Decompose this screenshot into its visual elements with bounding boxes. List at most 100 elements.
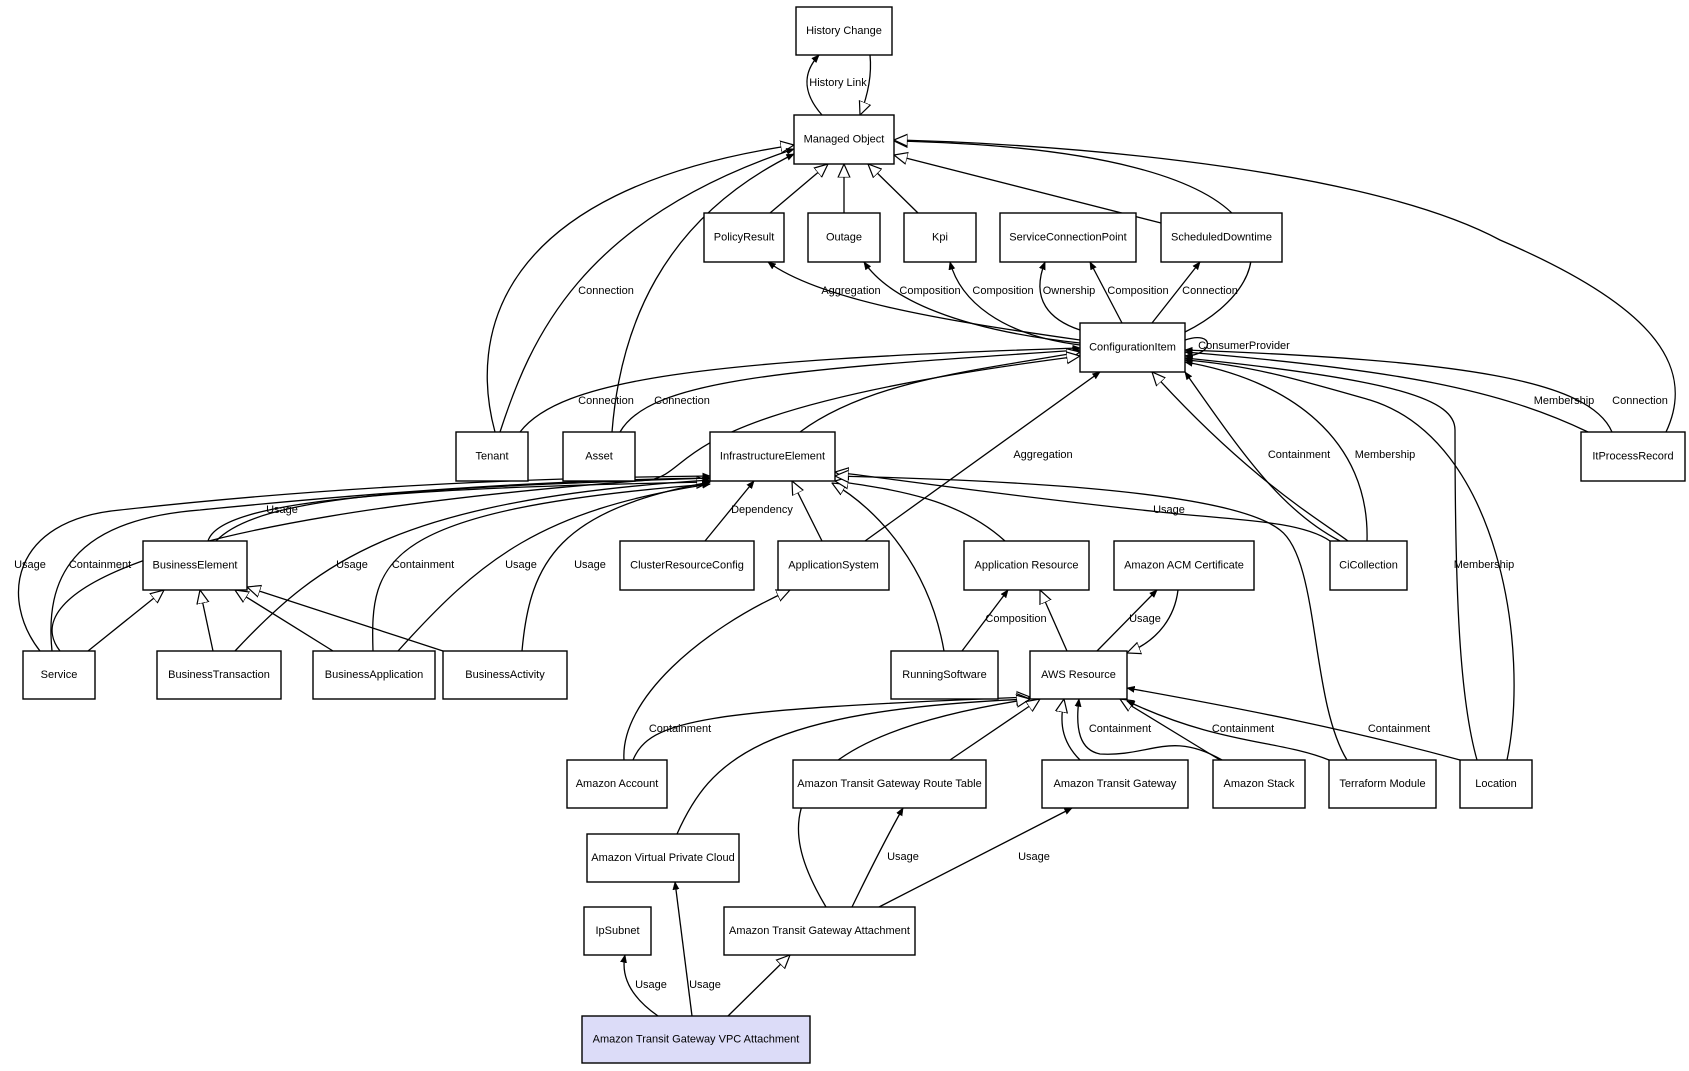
filled-arrow-icon	[1185, 362, 1368, 542]
node-box[interactable]	[1079, 322, 1186, 373]
node-business-activity[interactable]: BusinessActivity	[442, 650, 568, 700]
node-label: Application Resource	[975, 560, 1079, 572]
node-business-element[interactable]: BusinessElement	[142, 540, 248, 591]
node-box[interactable]	[1329, 540, 1408, 591]
edge-label: Containment	[1368, 723, 1430, 735]
node-ci-collection[interactable]: CiCollection	[1329, 540, 1408, 591]
node-amazon-stack[interactable]: Amazon Stack	[1212, 759, 1306, 809]
node-box[interactable]	[156, 650, 282, 700]
node-application-resource[interactable]: Application Resource	[963, 540, 1090, 591]
node-box[interactable]	[703, 212, 785, 263]
node-box[interactable]	[1212, 759, 1306, 809]
edge-label: Containment	[69, 559, 131, 571]
node-tgw-attachment[interactable]: Amazon Transit Gateway Attachment	[723, 906, 916, 956]
node-box[interactable]	[807, 212, 881, 263]
filled-arrow-icon	[611, 153, 794, 433]
node-label: History Change	[806, 25, 882, 37]
hollow-arrow-icon	[486, 145, 794, 433]
node-box[interactable]	[1160, 212, 1283, 263]
node-application-system[interactable]: ApplicationSystem	[777, 540, 890, 591]
node-box[interactable]	[455, 431, 529, 482]
node-it-process-record[interactable]: ItProcessRecord	[1580, 431, 1686, 482]
node-configuration-item[interactable]: ConfigurationItem	[1079, 322, 1186, 373]
node-running-software[interactable]: RunningSoftware	[890, 650, 999, 700]
relationship-edge-asset-to-configuration_item	[619, 350, 1080, 433]
node-box[interactable]	[890, 650, 999, 700]
node-box[interactable]	[999, 212, 1137, 263]
node-label: Amazon Transit Gateway	[1054, 778, 1177, 790]
node-box[interactable]	[1328, 759, 1437, 809]
node-box[interactable]	[312, 650, 436, 700]
node-location[interactable]: Location	[1459, 759, 1533, 809]
node-box[interactable]	[963, 540, 1090, 591]
hollow-arrow-icon	[835, 472, 1331, 542]
node-amazon-transit-gateway[interactable]: Amazon Transit Gateway	[1041, 759, 1189, 809]
node-tgw-route-table[interactable]: Amazon Transit Gateway Route Table	[792, 759, 987, 809]
node-box[interactable]	[777, 540, 890, 591]
node-box[interactable]	[581, 1015, 811, 1064]
edge-label: Ownership	[1043, 285, 1096, 297]
node-box[interactable]	[1029, 650, 1128, 700]
edge-label: Composition	[985, 613, 1046, 625]
node-box[interactable]	[1459, 759, 1533, 809]
node-business-application[interactable]: BusinessApplication	[312, 650, 436, 700]
hollow-arrow-icon	[676, 699, 1030, 835]
node-amazon-acm-certificate[interactable]: Amazon ACM Certificate	[1113, 540, 1255, 591]
hollow-arrow-icon	[835, 476, 1348, 761]
node-asset[interactable]: Asset	[562, 431, 636, 482]
relationship-edge-configuration_item-to-outage	[863, 262, 1081, 344]
node-box[interactable]	[442, 650, 568, 700]
node-box[interactable]	[903, 212, 977, 263]
relationship-edge-tgw_vpc_attachment-to-ip_subnet	[624, 955, 659, 1017]
node-tgw-vpc-attachment[interactable]: Amazon Transit Gateway VPC Attachment	[581, 1015, 811, 1064]
node-box[interactable]	[723, 906, 916, 956]
inheritance-edge-ci_collection-to-infrastructure_element	[835, 472, 1331, 542]
node-box[interactable]	[709, 431, 836, 482]
hollow-arrow-icon	[632, 697, 1030, 761]
node-amazon-vpc[interactable]: Amazon Virtual Private Cloud	[586, 833, 740, 883]
node-box[interactable]	[1580, 431, 1686, 482]
node-aws-resource[interactable]: AWS Resource	[1029, 650, 1128, 700]
relationship-edge-configuration_item-to-policy_result	[768, 262, 1081, 341]
node-service[interactable]: Service	[22, 650, 96, 700]
inheritance-edge-running_software-to-infrastructure_element	[832, 483, 945, 652]
node-outage[interactable]: Outage	[807, 212, 881, 263]
node-label: BusinessApplication	[325, 669, 423, 681]
node-box[interactable]	[792, 759, 987, 809]
node-history-change[interactable]: History Change	[795, 6, 893, 56]
inheritance-edge-business_application-to-business_element	[235, 590, 334, 652]
node-scheduled-downtime[interactable]: ScheduledDowntime	[1160, 212, 1283, 263]
node-terraform-module[interactable]: Terraform Module	[1328, 759, 1437, 809]
node-box[interactable]	[1113, 540, 1255, 591]
inheritance-edge-aws_resource-to-application_resource	[1040, 590, 1068, 652]
node-box[interactable]	[793, 114, 895, 165]
node-label: AWS Resource	[1041, 669, 1116, 681]
node-tenant[interactable]: Tenant	[455, 431, 529, 482]
node-ip-subnet[interactable]: IpSubnet	[583, 906, 652, 956]
node-policy-result[interactable]: PolicyResult	[703, 212, 785, 263]
node-box[interactable]	[619, 540, 755, 591]
node-box[interactable]	[562, 431, 636, 482]
node-managed-object[interactable]: Managed Object	[793, 114, 895, 165]
node-box[interactable]	[583, 906, 652, 956]
node-box[interactable]	[566, 759, 668, 809]
relationship-edge-ci_collection-to-configuration_item	[1185, 362, 1368, 542]
node-kpi[interactable]: Kpi	[903, 212, 977, 263]
node-scp[interactable]: ServiceConnectionPoint	[999, 212, 1137, 263]
relationship-edge-asset-to-managed_object	[611, 153, 794, 433]
node-amazon-account[interactable]: Amazon Account	[566, 759, 668, 809]
hollow-arrow-icon	[200, 590, 214, 652]
filled-arrow-icon	[1096, 590, 1157, 652]
node-cluster-resource-config[interactable]: ClusterResourceConfig	[619, 540, 755, 591]
filled-arrow-icon	[624, 955, 659, 1017]
node-box[interactable]	[586, 833, 740, 883]
hollow-arrow-icon	[832, 483, 945, 652]
node-box[interactable]	[1041, 759, 1189, 809]
node-box[interactable]	[142, 540, 248, 591]
node-label: BusinessElement	[153, 560, 238, 572]
node-box[interactable]	[22, 650, 96, 700]
filled-arrow-icon	[1185, 350, 1613, 433]
node-infrastructure-element[interactable]: InfrastructureElement	[709, 431, 836, 482]
node-box[interactable]	[795, 6, 893, 56]
node-business-transaction[interactable]: BusinessTransaction	[156, 650, 282, 700]
